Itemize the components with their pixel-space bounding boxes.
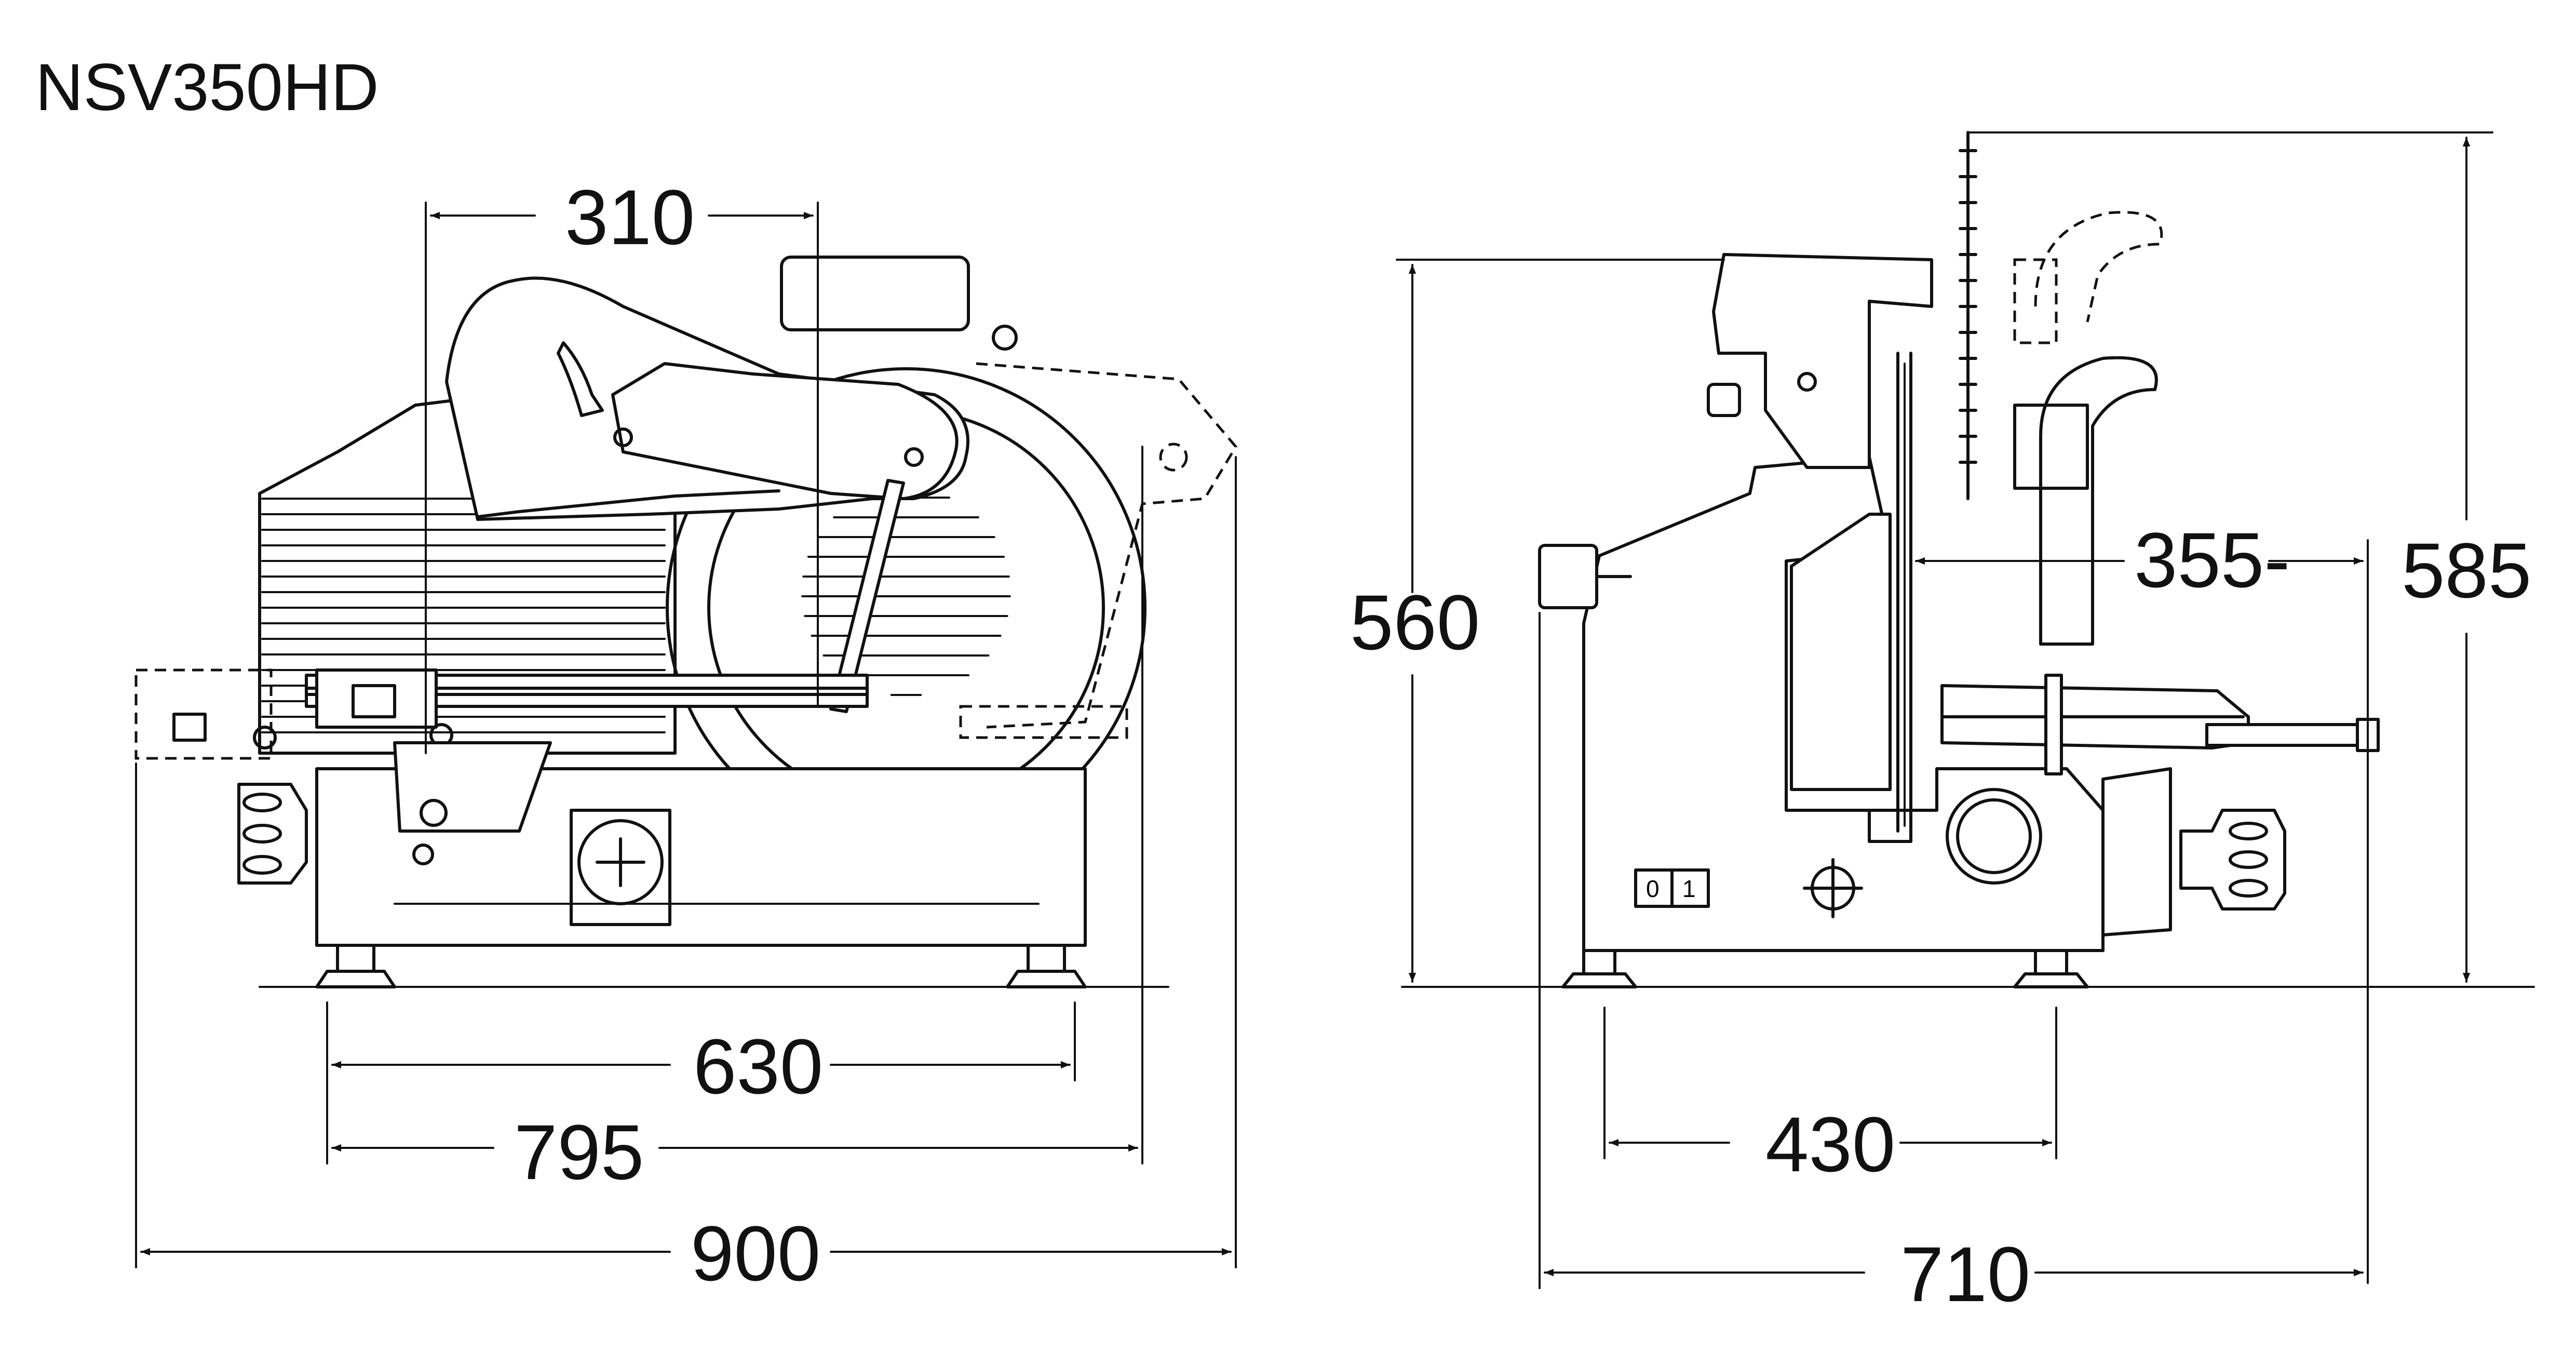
model-title: NSV350HD — [35, 50, 379, 125]
dim-label-630: 630 — [693, 1023, 823, 1110]
right-knob-icon — [2179, 809, 2286, 911]
motor-housing — [258, 391, 677, 755]
dimension-560: 560 — [1350, 259, 1725, 983]
dim-label-900: 900 — [691, 1210, 820, 1297]
blade-assembly — [666, 256, 1238, 848]
dim-label-310: 310 — [565, 173, 695, 261]
dimension-310: 310 — [425, 173, 819, 754]
power-switch: 0 1 — [1634, 868, 1710, 908]
dimension-585: 585 — [1967, 131, 2531, 983]
base — [237, 741, 1087, 988]
dimension-355: 355- — [1915, 516, 2369, 1284]
side-body: 0 1 — [1538, 253, 2380, 988]
dimension-430: 430 — [1603, 1007, 2057, 1188]
front-view: 310 630 795 900 — [134, 173, 1238, 1297]
adjustment-knob-icon — [237, 783, 308, 885]
dimension-900: 900 — [135, 456, 1237, 1297]
dimension-630: 630 — [326, 1001, 1076, 1165]
switch-on-label: 1 — [1682, 875, 1696, 902]
dim-label-795: 795 — [514, 1108, 644, 1196]
dim-label-585: 585 — [2402, 527, 2531, 614]
pusher-arm — [445, 276, 1018, 713]
dimension-710: 710 — [1539, 612, 2364, 1318]
back-frame — [1959, 131, 2163, 646]
dimension-795: 795 — [331, 446, 1143, 1196]
dim-label-430: 430 — [1765, 1101, 1895, 1188]
dim-label-710: 710 — [1900, 1230, 2030, 1318]
switch-off-label: 0 — [1646, 875, 1660, 902]
dim-label-560: 560 — [1350, 579, 1480, 666]
carriage-tray — [134, 668, 869, 760]
dim-label-355: 355- — [2134, 516, 2290, 604]
side-view: 0 1 — [1350, 131, 2535, 1318]
